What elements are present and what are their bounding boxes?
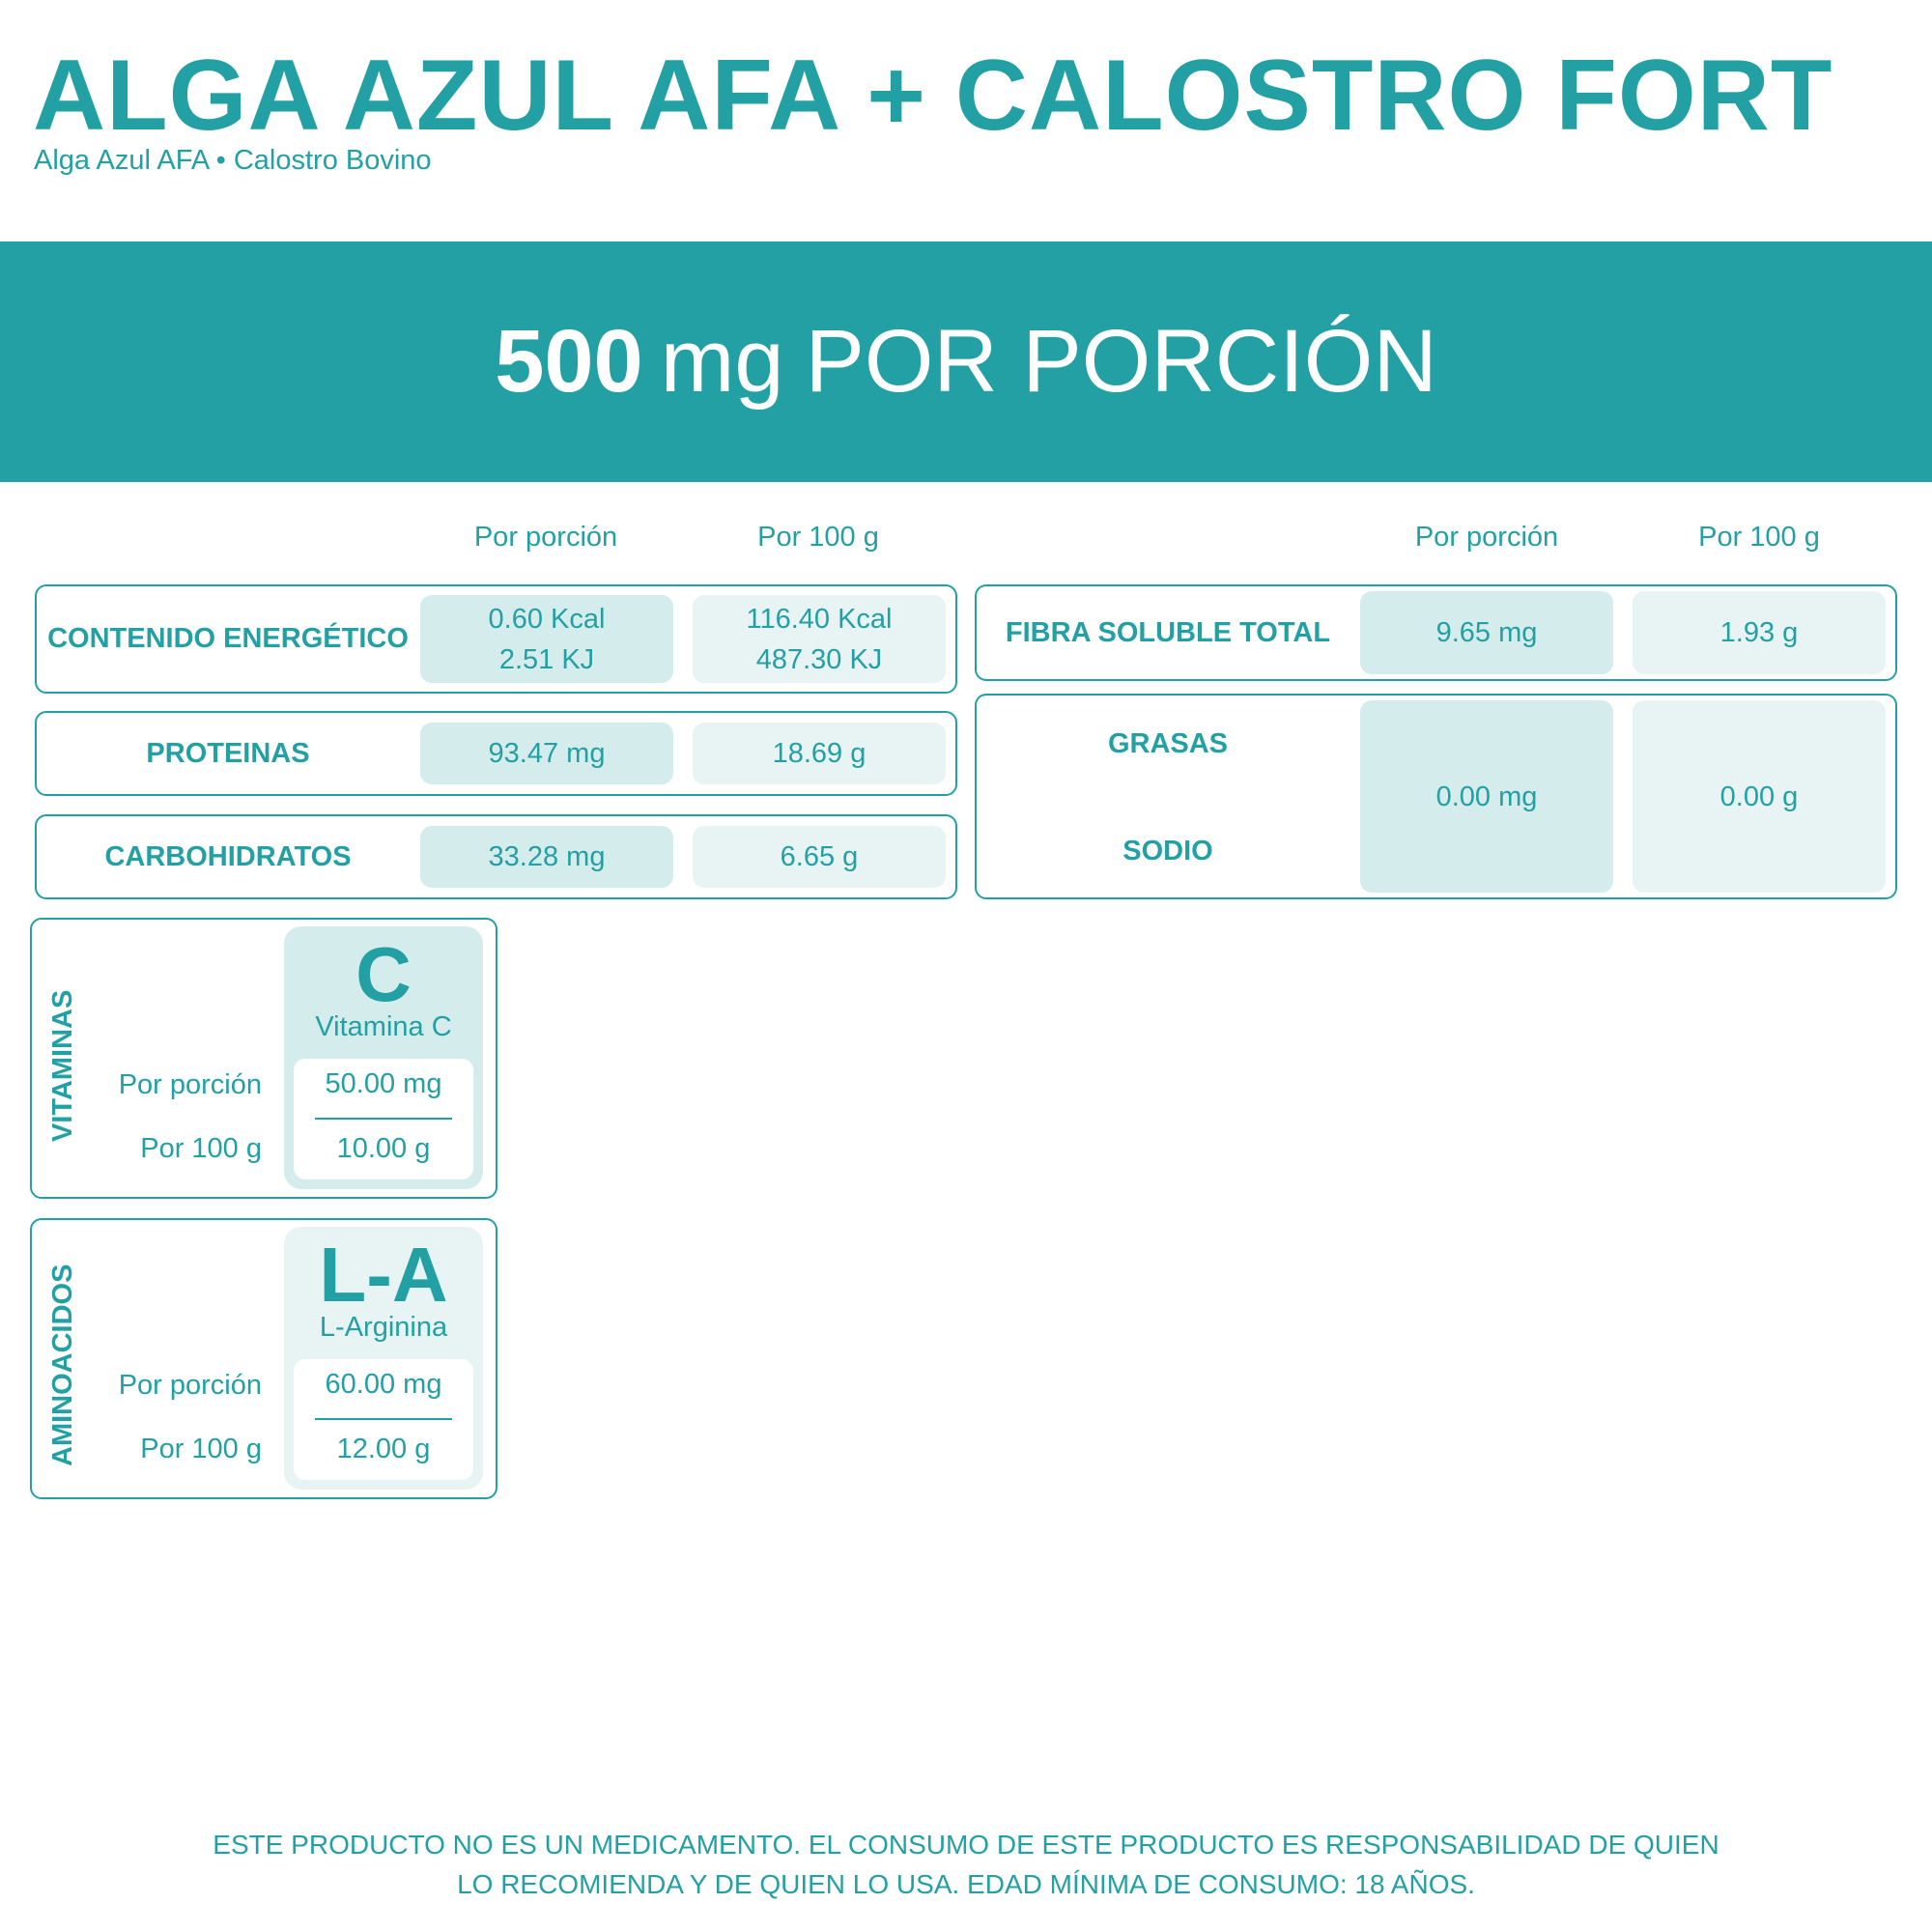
kcal-value: 0.60 Kcal (488, 603, 606, 635)
disclaimer-line-1: ESTE PRODUCTO NO ES UN MEDICAMENTO. EL C… (213, 1830, 1719, 1860)
row-fats-sodium: GRASAS SODIO 0.00 mg 0.00 g (975, 694, 1897, 899)
section-label: VITAMINAS (47, 989, 78, 1142)
disclaimer: ESTE PRODUCTO NO ES UN MEDICAMENTO. EL C… (0, 1825, 1932, 1904)
values-box: 50.00 mg 10.00 g (294, 1059, 473, 1179)
kj-value: 2.51 KJ (498, 643, 595, 675)
per-serving-label: Por porción (118, 1370, 262, 1401)
per-100g-label: Por 100 g (140, 1133, 262, 1164)
col-header-per-100g-right: Por 100 g (1698, 522, 1820, 553)
l-arginine-tile: L-A L-Arginina 60.00 mg 12.00 g (284, 1227, 483, 1490)
row-proteins: PROTEINAS 93.47 mg 18.69 g (35, 711, 957, 796)
fats-label: GRASAS (1107, 727, 1229, 759)
row-soluble-fiber: FIBRA SOLUBLE TOTAL 9.65 mg 1.93 g (975, 584, 1897, 681)
amino-panel: AMINOACIDOS Por porción Por 100 g L-A L-… (30, 1218, 497, 1499)
row-label: FIBRA SOLUBLE TOTAL (1005, 616, 1331, 648)
per-100g-label: Por 100 g (140, 1434, 262, 1464)
per-100g-value: 10.00 g (336, 1133, 431, 1164)
value-per-serving: 9.65 mg (1360, 591, 1613, 674)
value-per-serving: 33.28 mg (420, 826, 673, 888)
row-energy: CONTENIDO ENERGÉTICO 0.60 Kcal 2.51 KJ 1… (35, 584, 957, 694)
col-header-per-serving-right: Por porción (1414, 522, 1559, 553)
row-label: CONTENIDO ENERGÉTICO (47, 623, 409, 654)
serving-unit: mg (660, 312, 784, 411)
disclaimer-line-2: LO RECOMIENDA Y DE QUIEN LO USA. EDAD MÍ… (457, 1869, 1475, 1899)
serving-label: POR PORCIÓN (805, 312, 1437, 411)
row-label: PROTEINAS (146, 737, 310, 769)
values-box: 60.00 mg 12.00 g (294, 1359, 473, 1480)
product-title: ALGA AZUL AFA + CALOSTRO FORT (33, 40, 1833, 152)
col-header-per-100g: Por 100 g (757, 522, 879, 553)
per-serving-value: 60.00 mg (325, 1369, 442, 1400)
nutrient-name: L-Arginina (319, 1312, 448, 1343)
value-per-100g: 6.65 g (693, 826, 946, 888)
symbol: L-A (319, 1232, 448, 1318)
section-label: AMINOACIDOS (47, 1264, 78, 1466)
symbol: C (355, 931, 412, 1017)
value-per-serving: 93.47 mg (420, 723, 673, 784)
value-per-100g: 116.40 Kcal 487.30 KJ (693, 595, 946, 683)
row-label: CARBOHIDRATOS (104, 840, 352, 872)
per-100g-value: 12.00 g (336, 1434, 431, 1464)
vitamin-c-tile: C Vitamina C 50.00 mg 10.00 g (284, 926, 483, 1189)
value-per-100g: 0.00 g (1633, 700, 1886, 893)
value-per-serving: 0.00 mg (1360, 700, 1613, 893)
per-serving-value: 50.00 mg (325, 1068, 442, 1099)
col-header-per-serving: Por porción (473, 522, 618, 553)
sodium-label: SODIO (1122, 835, 1213, 867)
nutrient-name: Vitamina C (315, 1011, 452, 1042)
divider (315, 1118, 452, 1120)
per-serving-label: Por porción (118, 1069, 262, 1100)
row-carbohydrates: CARBOHIDRATOS 33.28 mg 6.65 g (35, 814, 957, 899)
product-subtitle: Alga Azul AFA • Calostro Bovino (34, 145, 432, 176)
value-per-100g: 18.69 g (693, 723, 946, 784)
serving-amount: 500 (495, 312, 643, 411)
divider (315, 1418, 452, 1420)
value-per-serving: 0.60 Kcal 2.51 KJ (420, 595, 673, 683)
kcal-value: 116.40 Kcal (746, 603, 893, 635)
kj-value: 487.30 KJ (755, 643, 883, 675)
serving-banner: 500 mg POR PORCIÓN (0, 242, 1932, 482)
value-per-100g: 1.93 g (1633, 591, 1886, 674)
vitamins-panel: VITAMINAS Por porción Por 100 g C Vitami… (30, 918, 497, 1199)
